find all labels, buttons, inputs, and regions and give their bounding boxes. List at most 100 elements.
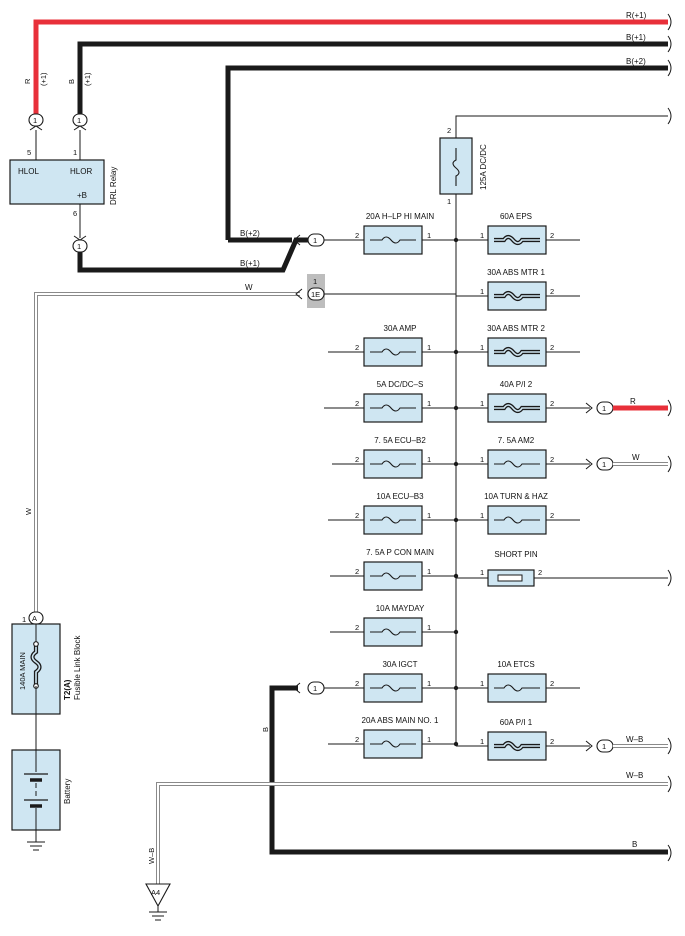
conn-pin: 1 xyxy=(33,116,37,125)
fuse-right-pin2: 2 xyxy=(550,343,554,352)
relay-out-connector: 1 xyxy=(72,235,88,253)
fuse-right-label: 30A ABS MTR 1 xyxy=(487,268,545,277)
fuse-left-element xyxy=(370,572,416,580)
label-r-vert: R xyxy=(23,78,32,84)
fuse-left-pin1: 1 xyxy=(427,511,431,520)
fuse-left-pin1: 1 xyxy=(427,623,431,632)
fuse-left-element xyxy=(370,236,416,244)
dcdc-pin-bot: 1 xyxy=(447,197,451,206)
fusible-element-inner xyxy=(494,742,540,750)
fuse-right: 7. 5A AM2 1 2 xyxy=(456,436,554,479)
fuse-left-pin2: 2 xyxy=(355,455,359,464)
bus-junction-dot xyxy=(453,573,459,579)
fuse-left-pin2: 2 xyxy=(355,735,359,744)
fuse-left-label: 7. 5A P CON MAIN xyxy=(366,548,434,557)
fuse-right-pin1: 1 xyxy=(480,455,484,464)
relay-name: DRL Relay xyxy=(109,167,118,205)
wire-wb-ground xyxy=(156,782,668,884)
label-b-vert2: B xyxy=(261,727,270,732)
label-wb-right1: W–B xyxy=(626,735,643,744)
fuse-left-pin1: 1 xyxy=(427,567,431,576)
relay-pin1: 1 xyxy=(73,148,77,157)
fuse-left-pin1: 1 xyxy=(427,399,431,408)
drl-relay-box xyxy=(9,159,105,205)
relay-plusb: +B xyxy=(77,191,87,200)
fuse-left-label: 30A IGCT xyxy=(382,660,417,669)
fuse-right-pin2: 2 xyxy=(550,399,554,408)
fuse-left-label: 7. 5A ECU–B2 xyxy=(374,436,426,445)
fuse-right-label: 10A TURN & HAZ xyxy=(484,492,548,501)
fusible-a-pin: 1 xyxy=(22,615,26,624)
battery-ground-icon xyxy=(27,830,45,851)
conn-pin: 1 xyxy=(602,404,606,413)
fuse-right-label: 30A ABS MTR 2 xyxy=(487,324,545,333)
connector-pi1-out: 1 xyxy=(585,739,614,753)
fuse-right-pin1: 1 xyxy=(480,679,484,688)
label-b-plus1-top: B(+1) xyxy=(626,33,646,42)
fuse-left-pin2: 2 xyxy=(355,623,359,632)
fusible-element-inner xyxy=(494,292,540,300)
fuse-right-pin1: 1 xyxy=(480,511,484,520)
wire-end-breaks xyxy=(667,13,672,862)
fusible-link-node-top xyxy=(33,641,39,647)
fuse-left: 7. 5A P CON MAIN 2 1 xyxy=(355,548,459,591)
fuse-right-pin2: 2 xyxy=(538,568,542,577)
fuse-right-pin1: 1 xyxy=(480,737,484,746)
fuse-element xyxy=(494,516,540,524)
fuse-left-pin1: 1 xyxy=(427,735,431,744)
conn-pin: 1 xyxy=(602,742,606,751)
conn-pin: 1 xyxy=(77,242,81,251)
fusible-element-inner xyxy=(494,348,540,356)
fuse-element xyxy=(494,460,540,468)
fuse-right-label: 10A ETCS xyxy=(497,660,534,669)
dcdc-label: 125A DC/DC xyxy=(479,144,488,190)
wire-dcdc-top xyxy=(455,115,668,138)
wire-r-plus1-top xyxy=(33,19,668,114)
fuse-right-pin1: 1 xyxy=(480,343,484,352)
fuse-left-pin2: 2 xyxy=(355,567,359,576)
fuse-right-pin2: 2 xyxy=(550,287,554,296)
connector-1e: 1 1E xyxy=(295,274,456,308)
wire-b-plus1-top xyxy=(77,41,668,114)
fuse-left-element xyxy=(370,516,416,524)
wire-b-plus2-top xyxy=(225,65,668,240)
label-r-right: R xyxy=(630,397,636,406)
relay-hlol: HLOL xyxy=(18,167,39,176)
fusible-link-name: Fusible Link Block xyxy=(73,635,82,700)
fuse-right: 30A ABS MTR 2 1 2 xyxy=(456,324,554,367)
fuse-right-pin2: 2 xyxy=(550,455,554,464)
relay-pin5: 5 xyxy=(27,148,31,157)
fuse-right-label: 40A P/I 2 xyxy=(500,380,533,389)
fuse-right: 40A P/I 2 1 2 xyxy=(456,380,554,423)
conn-1e-pin: 1 xyxy=(313,277,317,286)
fuse-left-element xyxy=(370,684,416,692)
fusible-link-connector: 1 A xyxy=(22,611,44,625)
fuse-right-label: 7. 5A AM2 xyxy=(498,436,535,445)
relay-pin6: 6 xyxy=(73,209,77,218)
label-b-plus1-mid: B(+1) xyxy=(240,259,260,268)
fuse-left-pin1: 1 xyxy=(427,679,431,688)
fuse-right-pin1: 1 xyxy=(480,399,484,408)
fuse-right-label: 60A P/I 1 xyxy=(500,718,533,727)
fusible-element-inner xyxy=(494,404,540,412)
conn-1e-label: 1E xyxy=(311,290,320,299)
label-w-left: W xyxy=(24,507,33,515)
label-wb-right2: W–B xyxy=(626,771,643,780)
fuse-left-pin1: 1 xyxy=(427,455,431,464)
fuse-right-pin2: 2 xyxy=(550,231,554,240)
fuse-dcdc-element xyxy=(452,148,460,186)
fusible-a-label: A xyxy=(32,614,37,623)
connector-pi2-out: 1 xyxy=(585,401,614,415)
connector-hlp: 1 xyxy=(293,233,364,247)
